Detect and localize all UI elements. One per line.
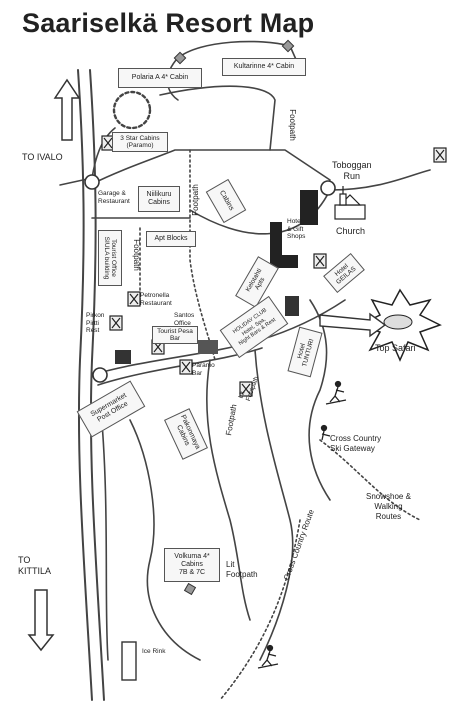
label-garage: Garage & Restaurant xyxy=(98,190,130,205)
building-tourist-office: Tourist Office SIULA building xyxy=(98,230,122,286)
ski-icon-7 xyxy=(179,359,193,375)
label-santos: Santos Office xyxy=(174,312,195,327)
building-apt-blocks: Apt Blocks xyxy=(146,231,196,247)
ski-icon-1 xyxy=(433,147,447,163)
label-lit-footpath: Lit Footpath xyxy=(226,560,258,579)
ski-icon-3 xyxy=(127,291,141,307)
building-kultarinne: Kultarinne 4* Cabin xyxy=(222,58,306,76)
east-road xyxy=(308,299,331,501)
label-toboggan: Toboggan Run xyxy=(332,160,372,181)
right-road xyxy=(329,169,431,191)
volkuma-marker xyxy=(183,582,197,596)
label-church: Church xyxy=(336,226,366,236)
label-petronella: Petronella Restaurant xyxy=(140,292,172,307)
building-polaria: Polaria A 4* Cabin xyxy=(118,68,202,88)
three-star-loop xyxy=(112,90,152,130)
west-lower xyxy=(99,399,109,661)
label-top-safari: Top Safari xyxy=(375,343,416,353)
label-pirtti: Pirkon Pirtti Rest xyxy=(86,312,105,334)
building-volkuma: Volkuma 4* Cabins 7B & 7C xyxy=(164,548,220,582)
label-footpath-left: Footpath xyxy=(131,239,141,271)
label-cc-gateway: Cross Country Ski Gateway xyxy=(330,434,382,453)
label-to-ivalo: TO IVALO xyxy=(22,152,63,162)
arrow-down-kittila xyxy=(27,589,55,652)
label-snowshoe: Snowshoe & Walking Routes xyxy=(366,492,411,521)
snowshoe-route xyxy=(319,439,421,521)
label-footpath-top: Footpath xyxy=(287,109,297,141)
roundabout-south xyxy=(92,367,108,383)
ice-rink-shape xyxy=(121,641,137,681)
building-niilikuru: Niilikuru Cabins xyxy=(138,186,180,212)
ski-icon-8 xyxy=(239,381,253,397)
hotel-gift-block-2 xyxy=(300,190,318,225)
lower-loop xyxy=(205,359,251,621)
label-ice-rink: Ice Rink xyxy=(142,648,166,655)
label-paramo-bar: Paramo Bar xyxy=(192,362,215,377)
building-three-star: 3 Star Cabins (Paramo) xyxy=(112,132,168,152)
holiday-club-block xyxy=(198,340,218,354)
skier-figure-1 xyxy=(325,380,347,405)
hotel-gift-block xyxy=(270,222,298,268)
main-road xyxy=(77,69,93,701)
kultarinne-marker xyxy=(281,39,295,53)
map-title: Saariselkä Resort Map xyxy=(22,8,315,38)
lower-loop-2 xyxy=(254,349,294,661)
top-road xyxy=(91,149,331,185)
roundabout-east xyxy=(320,180,336,196)
main-road-edge xyxy=(89,69,105,701)
church-icon xyxy=(334,186,366,220)
lower-road xyxy=(129,419,201,661)
roundabout-north xyxy=(84,174,100,190)
ski-icon-4 xyxy=(109,315,123,331)
top-road-2 xyxy=(159,85,276,151)
pirtti-block xyxy=(115,350,131,364)
kelotahti-block xyxy=(285,296,299,316)
arrow-top-safari xyxy=(319,312,387,338)
snowmobile-icon xyxy=(383,314,413,330)
label-hotel-gift: Hotel & Gift Shops xyxy=(287,218,306,240)
label-footpath-mid: Footpath xyxy=(190,184,200,216)
skier-figure-2 xyxy=(257,644,279,669)
label-to-kittila: TO KITTILA xyxy=(18,555,52,576)
polaria-marker xyxy=(173,51,187,65)
cc-route xyxy=(219,519,301,701)
arrow-up-ivalo xyxy=(53,78,81,141)
skier-figure-3 xyxy=(320,424,331,441)
building-tourist-pesa: Tourist Pesa Bar xyxy=(152,326,198,344)
ski-icon-5 xyxy=(313,253,327,269)
